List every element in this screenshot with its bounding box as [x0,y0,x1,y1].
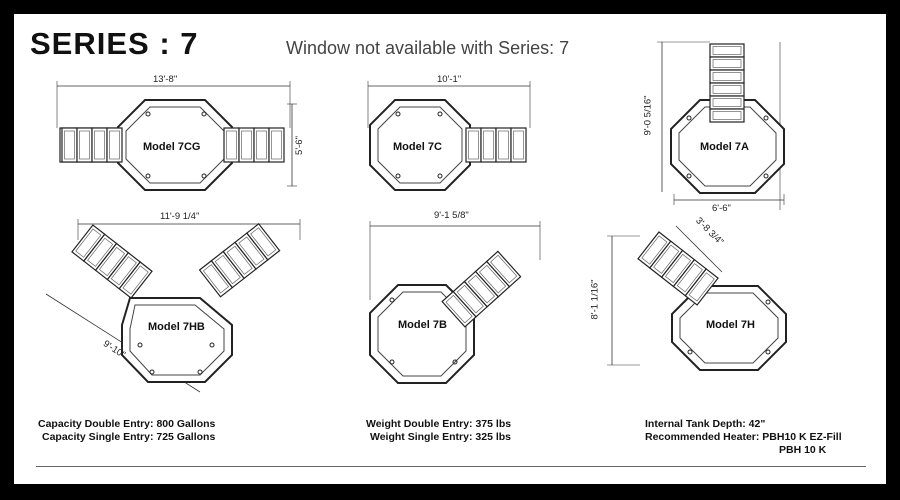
model-7c-drawing: Model 7C [367,81,531,191]
weight-single: Weight Single Entry: 325 lbs [370,431,512,443]
model-7cg-drawing: Model 7CG [56,81,297,191]
capacity-double: Capacity Double Entry: 800 Gallons [38,418,216,430]
7cg-depth-dim: 5'-6" [293,136,305,155]
model-7h-label: Model 7H [706,319,755,331]
7hb-width-dim: 11'-9 1/4" [160,211,200,222]
tank-depth: Internal Tank Depth: 42" [645,418,766,430]
7cg-width-dim: 13'-8" [153,74,178,85]
bottom-rule [36,466,866,467]
7c-width-dim: 10'-1" [437,74,462,85]
heater-line2: PBH 10 K [779,444,827,456]
model-7b-label: Model 7B [398,319,447,331]
model-7h-drawing: Model 7H [607,225,787,371]
model-7b-drawing: Model 7B [369,221,541,384]
model-7a-label: Model 7A [700,141,749,153]
model-7c-label: Model 7C [393,141,442,153]
7a-depth-dim: 9'-0 5/16" [642,95,654,136]
model-7hb-drawing: Model 7HB [45,219,301,393]
model-7cg-label: Model 7CG [143,141,200,153]
heater-line1: Recommended Heater: PBH10 K EZ-Fill [645,431,842,443]
model-7a-drawing: Model 7A [657,41,785,210]
7h-depth-dim: 8'-1 1/16" [589,279,601,320]
7b-width-dim: 9'-1 5/8" [434,210,469,221]
window-notice: Window not available with Series: 7 [286,38,570,58]
series-title: SERIES : 7 [30,26,199,61]
7a-width-dim: 6'-6" [712,203,731,214]
model-7hb-label: Model 7HB [148,321,205,333]
capacity-single: Capacity Single Entry: 725 Gallons [42,431,216,443]
weight-double: Weight Double Entry: 375 lbs [366,418,512,430]
